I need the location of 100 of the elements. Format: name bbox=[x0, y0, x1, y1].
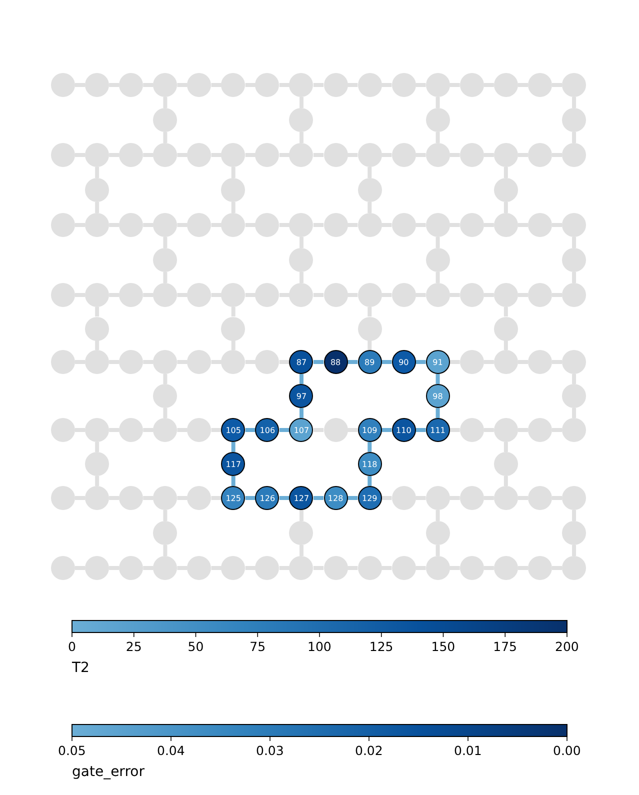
qubit-circle bbox=[494, 213, 518, 237]
qubit-circle bbox=[85, 418, 110, 442]
qubit-circle bbox=[85, 283, 110, 307]
qubit-circle bbox=[85, 350, 110, 374]
coupling-line bbox=[95, 167, 100, 178]
qubit-circle bbox=[562, 108, 586, 132]
qubit-circle bbox=[494, 73, 518, 97]
qubit-node: 127 bbox=[289, 486, 314, 510]
qubit-circle bbox=[426, 521, 450, 545]
qubit-circle bbox=[119, 73, 144, 97]
qubit-circle bbox=[289, 213, 314, 237]
qubit-circle bbox=[221, 556, 246, 580]
coupling-line bbox=[436, 272, 440, 283]
coupling-line bbox=[163, 408, 168, 418]
qubit-circle bbox=[392, 486, 416, 510]
qubit-circle bbox=[562, 384, 586, 408]
qubit-circle bbox=[562, 350, 586, 374]
qubit-circle bbox=[85, 143, 110, 167]
qubit-circle bbox=[85, 73, 110, 97]
qubit-circle bbox=[153, 143, 178, 167]
qubit-circle bbox=[562, 556, 586, 580]
qubit-circle bbox=[119, 556, 144, 580]
qubit-circle bbox=[221, 213, 246, 237]
qubit-node: 105 bbox=[221, 418, 246, 442]
qubit-circle bbox=[562, 73, 586, 97]
coupling-line bbox=[436, 374, 440, 384]
qubit-circle bbox=[153, 283, 178, 307]
qubit-circle bbox=[426, 283, 450, 307]
qubit-circle bbox=[187, 73, 212, 97]
coupling-line bbox=[279, 428, 290, 432]
qubit-circle bbox=[153, 556, 178, 580]
coupling-line bbox=[368, 476, 372, 486]
coupling-line bbox=[436, 132, 440, 143]
qubit-circle bbox=[528, 556, 552, 580]
qubit-circle bbox=[51, 73, 75, 97]
qubit-circle bbox=[426, 213, 450, 237]
coupling-line bbox=[572, 237, 576, 248]
coupling-line bbox=[572, 132, 576, 143]
qubit-circle bbox=[119, 283, 144, 307]
qubit-circle bbox=[358, 316, 382, 340]
coupling-line bbox=[436, 408, 440, 418]
qubit-circle bbox=[119, 486, 144, 510]
qubit-circle bbox=[358, 143, 382, 167]
qubit-circle bbox=[324, 283, 348, 307]
coupling-line bbox=[348, 360, 358, 364]
qubit-circle bbox=[255, 350, 280, 374]
qubit-node: 126 bbox=[255, 486, 280, 510]
qubit-circle bbox=[494, 178, 518, 202]
qubit-circle bbox=[187, 350, 212, 374]
coupling-line bbox=[231, 442, 236, 452]
qubit-circle bbox=[255, 556, 280, 580]
qubit-circle bbox=[460, 418, 484, 442]
coupling-line bbox=[279, 496, 290, 500]
tick-label: 25 bbox=[126, 639, 142, 654]
qubit-circle bbox=[358, 178, 382, 202]
qubit-circle bbox=[85, 178, 110, 202]
qubit-circle bbox=[289, 248, 314, 272]
coupling-line bbox=[163, 97, 168, 108]
qubit-node: 90 bbox=[392, 350, 416, 374]
coupling-line bbox=[163, 237, 168, 248]
tick-label: 0.03 bbox=[256, 743, 284, 758]
qubit-circle bbox=[255, 143, 280, 167]
qubit-circle bbox=[494, 350, 518, 374]
qubit-circle bbox=[562, 486, 586, 510]
qubit-circle bbox=[221, 178, 246, 202]
qubit-circle bbox=[119, 418, 144, 442]
qubit-circle bbox=[562, 248, 586, 272]
tick-label: 0 bbox=[68, 639, 76, 654]
coupling-line bbox=[163, 545, 168, 556]
qubit-circle bbox=[187, 556, 212, 580]
qubit-circle bbox=[85, 452, 110, 476]
coupling-line bbox=[368, 202, 372, 213]
qubit-circle bbox=[221, 316, 246, 340]
qubit-circle bbox=[153, 521, 178, 545]
qubit-circle bbox=[460, 283, 484, 307]
coupling-line bbox=[95, 340, 100, 350]
qubit-circle bbox=[221, 350, 246, 374]
qubit-circle bbox=[324, 73, 348, 97]
coupling-line bbox=[504, 307, 508, 316]
qubit-circle bbox=[255, 73, 280, 97]
tick-label: 150 bbox=[431, 639, 456, 654]
qubit-circle bbox=[528, 213, 552, 237]
qubit-circle bbox=[51, 283, 75, 307]
qubit-circle bbox=[494, 283, 518, 307]
qubit-circle bbox=[153, 486, 178, 510]
colorbar-title: gate_error bbox=[72, 764, 144, 780]
tick-label: 50 bbox=[188, 639, 204, 654]
qubit-circle bbox=[392, 213, 416, 237]
qubit-circle bbox=[255, 283, 280, 307]
qubit-circle bbox=[562, 213, 586, 237]
coupling-line bbox=[368, 307, 372, 316]
coupling-line bbox=[436, 545, 440, 556]
qubit-circle bbox=[51, 213, 75, 237]
coupling-line bbox=[163, 374, 168, 384]
qubit-circle bbox=[51, 418, 75, 442]
qubit-circle bbox=[324, 418, 348, 442]
qubit-circle bbox=[187, 143, 212, 167]
coupling-line bbox=[95, 476, 100, 486]
qubit-circle bbox=[255, 213, 280, 237]
qubit-circle bbox=[51, 556, 75, 580]
